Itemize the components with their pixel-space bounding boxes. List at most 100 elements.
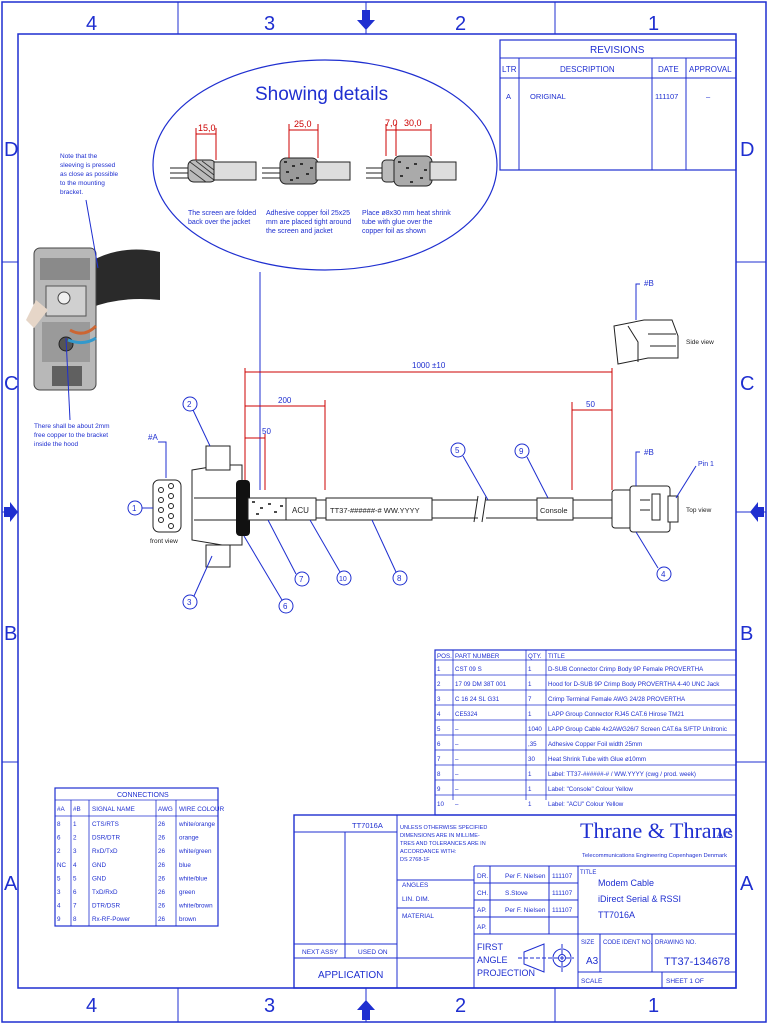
connections-cell: Rx-RF-Power	[92, 916, 130, 923]
application-label: APPLICATION	[318, 970, 383, 981]
projection-line-2: ANGLE	[477, 955, 508, 965]
zone-col-3-bottom: 3	[264, 995, 275, 1017]
tolerance-line-3: TRES AND TOLERANCES ARE IN	[400, 841, 486, 847]
approval-name: Per F. Nielsen	[505, 873, 546, 880]
parts-cell: –	[455, 726, 459, 733]
title-line-1: Modem Cable	[598, 878, 654, 888]
company-suffix: A/S	[716, 829, 733, 841]
zone-row-a-left: A	[4, 873, 18, 895]
revisions-title: REVISIONS	[590, 45, 645, 56]
dim-50-left: 50	[262, 427, 271, 436]
parts-cell: C 16 24 SL G31	[455, 696, 500, 703]
front-view-caption: front view	[150, 538, 178, 545]
details-title: Showing details	[255, 84, 388, 105]
first-angle-projection-icon	[518, 943, 574, 973]
projection-line-1: FIRST	[477, 942, 504, 952]
title-line-2: iDirect Serial & RSSI	[598, 894, 681, 904]
detail-3-dim-b: 30,0	[404, 118, 422, 128]
dim-total: 1000 ±10	[412, 361, 446, 370]
svg-text:5: 5	[455, 446, 460, 455]
tolerance-line-4: ACCORDANCE WITH:	[400, 849, 457, 855]
connections-header-cell: AWG	[158, 806, 173, 813]
parts-cell: 9	[437, 786, 441, 793]
note-top-line-5: bracket.	[60, 189, 83, 196]
cable-assembly: 1000 ±10 200 50 50 ACU TT37-######-# WW.…	[148, 272, 714, 568]
sheet-label: SHEET 1 OF	[666, 978, 704, 985]
svg-text:9: 9	[519, 447, 524, 456]
connections-header-cell: SIGNAL NAME	[92, 806, 135, 813]
connections-cell: white/blue	[178, 875, 208, 882]
connections-cell: 26	[158, 889, 166, 896]
company-subtitle: Telecommunications Engineering Copenhage…	[582, 853, 727, 859]
connections-cell: DTR/DSR	[92, 903, 120, 910]
title-line-3: TT7016A	[598, 910, 635, 920]
approval-role: AP.	[477, 924, 487, 931]
ref-a: #A	[148, 433, 158, 442]
parts-cell: CST 09 S	[455, 666, 482, 673]
detail-2-caption-line-1: Adhesive copper foil 25x25	[266, 210, 350, 217]
code-ident-label: CODE IDENT NO.	[603, 940, 653, 946]
parts-cell: Label: "Console" Colour Yellow	[548, 786, 633, 793]
projection-line-3: PROJECTION	[477, 968, 535, 978]
connections-cell: 26	[158, 875, 166, 882]
note-top-line-3: as close as possible	[60, 171, 119, 178]
size-value: A3	[586, 956, 599, 967]
lin-dim-label: LIN. DIM.	[402, 896, 430, 903]
details-callout: Showing details 15,0 The screen are fold…	[152, 59, 498, 271]
dim-200: 200	[278, 396, 292, 405]
svg-text:2: 2	[187, 400, 192, 409]
connections-header-cell: #A	[57, 806, 66, 813]
label-acu: ACU	[292, 506, 309, 515]
title-label: TITLE	[580, 870, 596, 876]
zone-col-1-bottom: 1	[648, 995, 659, 1017]
parts-cell: 3	[437, 696, 441, 703]
material-label: MATERIAL	[402, 913, 434, 920]
balloon-8: 8	[371, 519, 408, 586]
connections-cell: orange	[179, 835, 199, 842]
detail-2-dim: 25,0	[294, 119, 312, 129]
parts-cell: 4	[437, 711, 441, 718]
zone-row-b-left: B	[4, 623, 17, 645]
svg-text:7: 7	[299, 575, 304, 584]
detail-3-dim-a: 7,0	[385, 118, 398, 128]
parts-cell: 17 09 DM 38T 001	[455, 681, 507, 688]
approval-role: DR.	[477, 873, 488, 880]
connections-cell: TxD/RxD	[92, 889, 118, 896]
detail-2-caption-line-2: mm are placed tight around	[266, 219, 351, 226]
connections-cell: 4	[73, 862, 77, 869]
zone-col-1-top: 1	[648, 13, 659, 35]
company-name: Thrane & Thrane	[580, 818, 732, 843]
balloons: 1 2 3 4 5 6 7	[127, 396, 672, 614]
parts-cell: 5	[437, 726, 441, 733]
connections-cell: CTS/RTS	[92, 821, 119, 828]
parts-cell: 1	[528, 666, 532, 673]
parts-cell: 6	[437, 741, 441, 748]
arrow-down-icon	[357, 10, 375, 30]
detail-1-caption-line-2: back over the jacket	[188, 219, 250, 226]
note-top-line-4: to the mounting	[60, 180, 105, 187]
parts-cell: –	[455, 786, 459, 793]
approval-date: 111107	[552, 890, 573, 897]
connections-cell: 4	[57, 903, 61, 910]
parts-cell: Heat Shrink Tube with Glue ø10mm	[548, 756, 646, 763]
connections-cell: 8	[57, 821, 61, 828]
rev-ltr: A	[506, 92, 511, 101]
tolerance-line-5: DS 2768-1F	[400, 857, 430, 863]
svg-text:1: 1	[132, 504, 137, 513]
balloon-6: 6	[243, 535, 294, 614]
pin-1-label: Pin 1	[698, 461, 714, 468]
zone-row-a-right: A	[740, 873, 754, 895]
detail-2-caption-line-3: the screen and jacket	[266, 228, 333, 235]
approval-name: S.Stove	[505, 890, 528, 897]
connections-cell: blue	[179, 862, 191, 869]
connections-cell: 1	[73, 821, 77, 828]
dsub-front-view	[152, 479, 182, 533]
zone-col-2-top: 2	[455, 13, 466, 35]
scale-label: SCALE	[581, 978, 603, 985]
svg-text:8: 8	[397, 574, 402, 583]
zone-col-4-top: 4	[86, 13, 97, 35]
approval-role: CH.	[477, 890, 488, 897]
